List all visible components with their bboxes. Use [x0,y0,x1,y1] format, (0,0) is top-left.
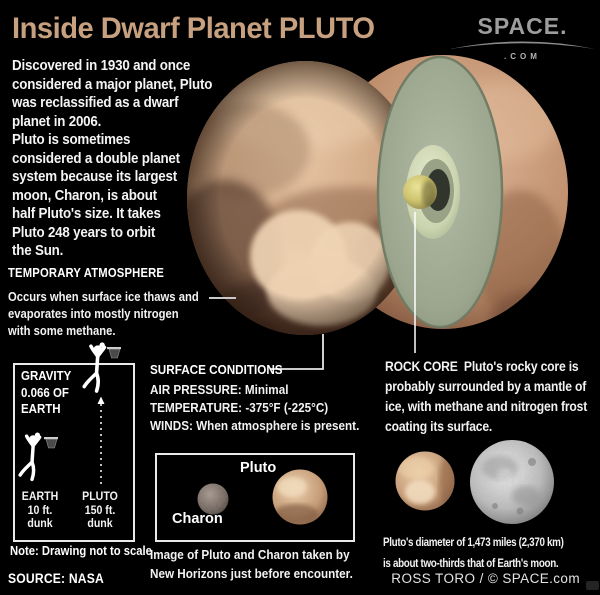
pluto-back-hemisphere [318,55,568,329]
surface-conditions-heading: SURFACE CONDITIONS [150,362,283,377]
source-credit: SOURCE: NASA [8,571,104,586]
logo-brand-text: SPACE. [477,13,568,39]
ice-mantle-disc [376,55,504,329]
rock-core-sphere [403,175,437,209]
rock-core-heading: ROCK CORE [385,359,458,374]
atmosphere-heading: TEMPORARY ATMOSPHERE [8,266,165,280]
logo-tld-text: .COM [504,52,541,61]
scale-note: Note: Drawing not to scale [10,544,152,558]
artist-credit: ROSS TORO / © SPACE.com [391,571,580,586]
gravity-pluto-label: PLUTO 150 ft. dunk [82,491,118,530]
surface-conditions-body: AIR PRESSURE: Minimal TEMPERATURE: -375°… [150,382,360,433]
space-com-logo: SPACE. .COM [450,15,595,61]
basket-icon [106,346,122,359]
logo-swoosh [450,41,595,49]
intro-paragraph: Discovered in 1930 and once considered a… [12,58,213,259]
pluto-sphere-comparison [395,451,455,511]
rock-core-graphic [403,145,460,239]
charon-photo-label: Charon [172,511,223,527]
size-comparison-text: Pluto's diameter of 1,473 miles (2,370 k… [383,535,564,570]
pluto-photo-label: Pluto [240,460,277,476]
earth-moon-sphere [470,440,554,524]
gravity-heading: GRAVITY 0.066 OF EARTH [21,369,72,416]
atmosphere-body: Occurs when surface ice thaws and evapor… [8,290,199,338]
gravity-earth-label: EARTH 10 ft. dunk [21,491,59,530]
watermark-badge [586,581,599,590]
page-title: Inside Dwarf Planet PLUTO [12,12,375,45]
rock-core-body: Pluto's rocky core is probably surrounde… [385,359,588,434]
photo-caption: Image of Pluto and Charon taken by New H… [150,547,353,581]
